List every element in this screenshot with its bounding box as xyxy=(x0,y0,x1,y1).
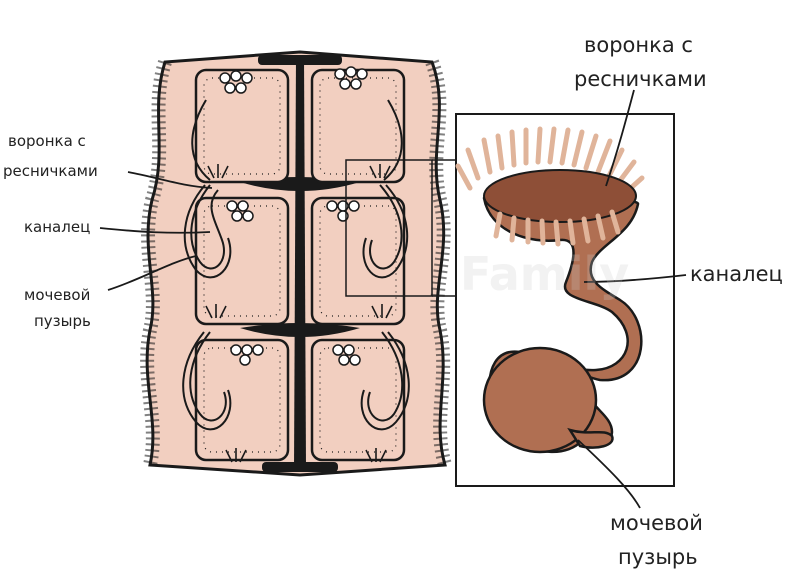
magnified-nephridium xyxy=(455,126,645,454)
ganglion-top xyxy=(258,55,342,65)
label-funnel-right-2: ресничками xyxy=(574,67,707,91)
zoom-box xyxy=(455,113,675,487)
zoom-source-box xyxy=(345,159,433,297)
nephridia-tubes xyxy=(182,99,410,431)
label-funnel-right: воронка с xyxy=(584,33,693,57)
segment-cell xyxy=(194,338,290,462)
label-funnel-left: воронка с xyxy=(8,132,86,150)
bladder xyxy=(482,346,598,454)
segment-cell xyxy=(194,68,290,184)
pointer-lines xyxy=(99,89,687,509)
label-canal-left: каналец xyxy=(24,218,90,236)
label-bladder-right-2: пузырь xyxy=(618,545,698,569)
label-bladder-right: мочевой xyxy=(610,511,703,535)
label-funnel-left-2: ресничками xyxy=(3,162,98,180)
small-funnels xyxy=(205,164,393,463)
nerve-cord xyxy=(294,55,306,470)
label-bladder-left-2: пузырь xyxy=(34,312,91,330)
label-bladder-left: мочевой xyxy=(24,286,90,304)
worm-body-section xyxy=(140,50,456,477)
cuticle-left xyxy=(140,59,172,467)
septum-2 xyxy=(240,323,360,337)
label-canal-right: каналец xyxy=(690,262,783,286)
watermark: Family xyxy=(460,247,629,301)
segment-cell xyxy=(310,196,406,326)
ganglion-bottom xyxy=(262,462,338,472)
cuticle-right xyxy=(425,59,452,467)
funnel-opening xyxy=(483,169,637,223)
